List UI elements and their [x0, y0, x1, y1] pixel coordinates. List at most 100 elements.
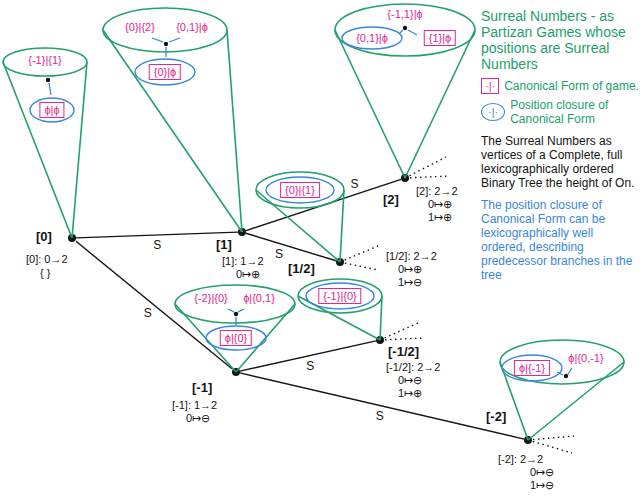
vertex-label: [1] — [216, 238, 232, 252]
cone-rim — [335, 4, 475, 56]
sign-expansion: 1↦⊕ — [398, 386, 422, 400]
game-position-dot — [234, 312, 238, 316]
game-form: {0,1}|ϕ — [356, 31, 388, 45]
sign-expansion: [2]: 2→2 — [416, 184, 458, 198]
dotted-branch — [528, 436, 574, 440]
canonical-form: {-1}|{0} — [323, 289, 356, 303]
cone-outline — [295, 276, 385, 343]
game-position-dot — [46, 78, 50, 82]
edge-label: S — [151, 238, 163, 252]
canonical-form-box: ϕ|{-1} — [514, 360, 550, 376]
edge-label: S — [374, 409, 386, 423]
canonical-form: {0}|{1} — [285, 183, 315, 197]
vertex-label: [-1] — [192, 381, 212, 395]
dotted-branch — [340, 262, 378, 270]
sign-expansion: 0↦⊖ — [398, 373, 422, 387]
note: The Surreal Numbers as vertices of a Com… — [481, 134, 639, 190]
tree-edge — [240, 373, 524, 439]
edge-label: S — [304, 359, 316, 373]
cone-outline — [172, 282, 298, 375]
position-closure-ring — [266, 177, 334, 203]
position-cone: {0}|{1} — [253, 169, 347, 265]
move-arrow — [399, 30, 403, 34]
legend-sample: ·|· — [481, 103, 505, 121]
move-arrow — [235, 317, 236, 325]
cone-side — [256, 190, 340, 262]
position-closure-ring — [342, 27, 402, 49]
legend-row: ·|·Canonical Form of game. — [481, 78, 639, 94]
game-position-dot — [164, 42, 168, 46]
canonical-form: ϕ|{-1} — [519, 361, 545, 375]
position-cone: ϕ|{0,-1} ϕ|{-1} — [497, 337, 627, 443]
cone-rim — [103, 8, 227, 52]
sign-expansion: [-1]: 1→2 — [172, 398, 217, 412]
move-arrow — [408, 30, 417, 35]
cone-rim — [298, 279, 382, 313]
cone-side — [340, 190, 344, 262]
sign-expansion: [1]: 1→2 — [222, 254, 264, 268]
edge-label: S — [348, 177, 360, 191]
position-closure-ring — [306, 283, 374, 309]
dotted-branch — [405, 157, 446, 178]
position-closure-ring — [502, 355, 562, 381]
position-cone: {-1}|{0} — [295, 276, 385, 343]
canonical-form: {0}|ϕ — [154, 65, 176, 79]
position-cone: {-2}|{0}ϕ|{0,1}ϕ|{0} — [172, 282, 298, 375]
position-closure-ring — [135, 59, 195, 85]
move-arrow — [169, 38, 180, 42]
position-cone: {-1}|{1} ϕ|ϕ — [0, 45, 90, 241]
position-closure-ring — [206, 326, 266, 350]
move-arrow — [49, 83, 51, 95]
sign-expansion: 1↦⊖ — [530, 478, 554, 492]
dotted-branch — [380, 322, 420, 340]
sign-expansion: 0↦⊕ — [398, 262, 422, 276]
dotted-branch — [340, 246, 378, 262]
game-form: {-1,1}|ϕ — [387, 7, 422, 21]
game-form: {0,1}|ϕ — [176, 20, 208, 34]
sign-expansion: [0]: 0→2 — [26, 252, 68, 266]
sign-expansion: 0↦⊖ — [530, 465, 554, 479]
vertex-label: [1/2] — [288, 262, 315, 276]
cone-side — [3, 62, 72, 238]
cone-side — [380, 296, 382, 340]
position-closure-ring — [30, 98, 74, 122]
move-arrow — [557, 372, 563, 375]
text-column: Surreal Numbers - as Partizan Games whos… — [481, 8, 639, 282]
game-form: {0}|{2} — [125, 20, 155, 34]
canonical-form: {1}|ϕ — [429, 31, 451, 45]
cone-side — [72, 62, 87, 238]
dotted-branch — [405, 176, 450, 178]
cone-side — [335, 30, 405, 178]
game-form: ϕ|{0,-1} — [568, 351, 603, 365]
sample-text: ·|· — [485, 79, 495, 93]
game-position-dot — [564, 374, 568, 378]
canonical-form-box: ϕ|{0} — [220, 330, 252, 346]
edge-label: S — [142, 306, 154, 320]
cone-rim — [256, 172, 344, 208]
canonical-form-box: {0}|{1} — [280, 182, 320, 198]
sign-expansion: [-1/2]: 2→2 — [386, 360, 440, 374]
cone-outline — [332, 1, 478, 181]
game-position-dot — [403, 26, 407, 30]
canonical-form: ϕ|{0} — [225, 331, 247, 345]
canonical-form-box: ϕ|ϕ — [39, 102, 64, 118]
sample-text: ·|· — [488, 105, 498, 119]
canonical-form-box: {1}|ϕ — [424, 30, 456, 46]
cone-outline — [497, 337, 627, 443]
sign-expansion: 0↦⊖ — [186, 411, 210, 425]
edge-label: S — [273, 247, 285, 261]
canonical-form-box: {0}|ϕ — [149, 64, 181, 80]
vertex-label: [-2] — [486, 410, 506, 424]
sign-expansion: { } — [40, 266, 50, 280]
cone-rim — [175, 285, 295, 323]
tree-edge — [76, 241, 232, 368]
cone-side — [103, 30, 242, 232]
legend-row: ·|· Position closure of Canonical Form — [481, 98, 639, 126]
legend: ·|·Canonical Form of game.·|·Position cl… — [481, 78, 639, 126]
vertex-label: [2] — [383, 193, 399, 207]
position-cone: {-1,1}|ϕ {0,1}|ϕ {1}|ϕ — [332, 1, 478, 181]
legend-text: Position closure of Canonical Form — [510, 98, 639, 126]
move-arrow — [238, 309, 244, 312]
dotted-branch — [528, 440, 572, 453]
game-form: {-1}|{1} — [28, 53, 61, 67]
